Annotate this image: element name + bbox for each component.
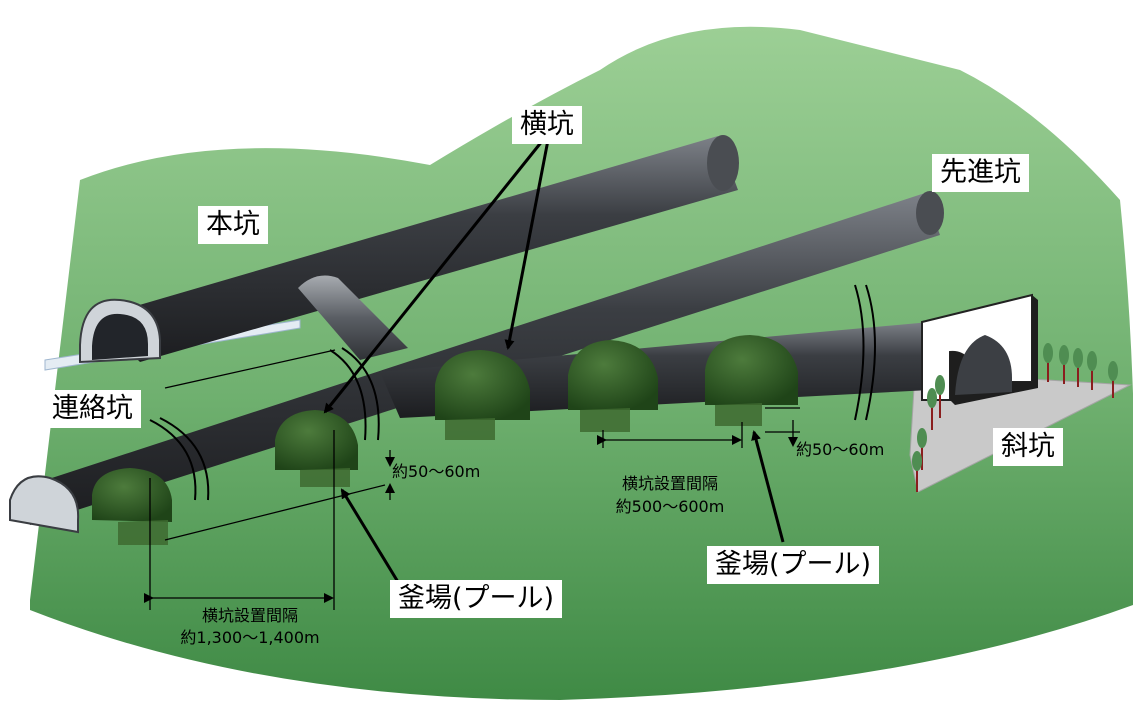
depth-left: 約50～60m [392,462,481,481]
spacing-left-title: 横坑設置間隔 [201,606,298,625]
label-shakou: 斜坑 [993,428,1063,466]
spacing-right-value: 約500～600m [615,497,725,516]
pool-2 [275,410,358,487]
spacing-right-title: 横坑設置間隔 [621,474,718,493]
label-kamaba-left: 釜場(プール) [390,580,563,618]
pools [92,335,798,545]
main-tunnel [44,135,739,371]
connecting-tunnel [298,275,408,360]
depth-right: 約50～60m [796,440,885,459]
label-yokokou: 横坑 [512,106,582,144]
label-honkou: 本坑 [198,206,268,244]
break-marks [149,284,876,501]
label-renrakukou: 連絡坑 [44,390,141,428]
spacing-left-value: 約1,300～1,400m [180,628,320,647]
pool-1 [92,468,172,545]
label-sensinkou: 先進坑 [932,154,1029,192]
leader-arrows [323,139,785,583]
pool-4 [568,340,658,432]
pool-3 [435,350,530,440]
label-kamaba-right: 釜場(プール) [707,546,880,584]
pool-5 [705,335,798,426]
trees [912,343,1118,492]
